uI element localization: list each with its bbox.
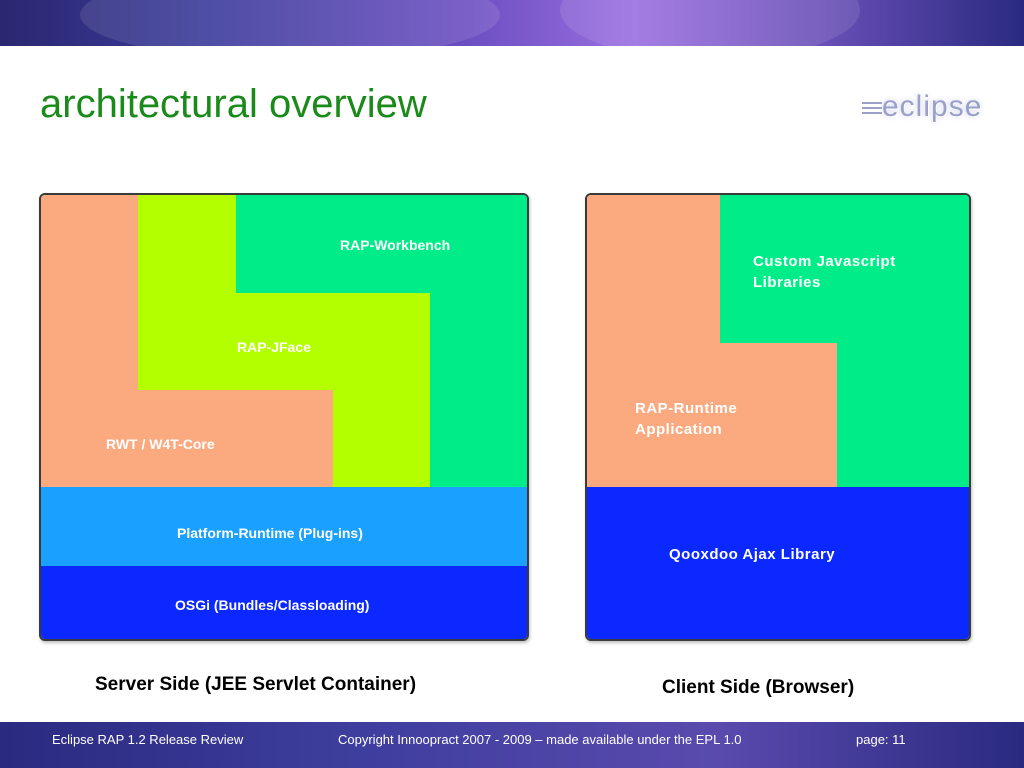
rwt-label: RWT / W4T-Core bbox=[106, 436, 215, 452]
osgi-label: OSGi (Bundles/Classloading) bbox=[175, 597, 370, 613]
workbench-block-right bbox=[430, 293, 527, 487]
logo-lines-icon bbox=[862, 102, 882, 117]
workbench-label: RAP-Workbench bbox=[340, 237, 451, 253]
platform-runtime-block bbox=[41, 487, 527, 566]
osgi-block bbox=[41, 566, 527, 639]
qooxdoo-block bbox=[587, 487, 969, 639]
workbench-block-top bbox=[236, 195, 527, 293]
client-side-caption: Client Side (Browser) bbox=[662, 677, 855, 698]
custom-js-label-line2: Libraries bbox=[753, 274, 821, 291]
runtime-application-label: RAP-Runtime Application bbox=[635, 398, 737, 440]
page-title: architectural overview bbox=[40, 82, 427, 126]
custom-js-block-top bbox=[720, 195, 969, 343]
qooxdoo-label: Qooxdoo Ajax Library bbox=[669, 546, 836, 563]
custom-js-label: Custom Javascript Libraries bbox=[753, 251, 896, 293]
footer-bar: Eclipse RAP 1.2 Release Review Copyright… bbox=[0, 722, 1024, 768]
runtime-label-line2: Application bbox=[635, 421, 723, 438]
platform-runtime-label: Platform-Runtime (Plug-ins) bbox=[177, 525, 363, 541]
footer-title: Eclipse RAP 1.2 Release Review bbox=[52, 732, 244, 747]
server-side-caption: Server Side (JEE Servlet Container) bbox=[95, 674, 417, 695]
footer-page-number: page: 11 bbox=[856, 732, 906, 747]
jface-block-right bbox=[333, 390, 430, 487]
client-side-diagram: Custom Javascript Libraries RAP-Runtime … bbox=[585, 193, 971, 641]
top-banner bbox=[0, 0, 1024, 46]
custom-js-label-line1: Custom Javascript bbox=[753, 253, 896, 270]
server-side-diagram: RAP-Workbench RAP-JFace RWT / W4T-Core P… bbox=[39, 193, 529, 641]
custom-js-block-right bbox=[837, 343, 969, 487]
runtime-label-line1: RAP-Runtime bbox=[635, 400, 738, 417]
footer-copyright: Copyright Innoopract 2007 - 2009 – made … bbox=[338, 732, 742, 747]
jface-label: RAP-JFace bbox=[237, 339, 311, 355]
eclipse-logo: eclipse bbox=[860, 80, 1000, 140]
logo-text: eclipse bbox=[882, 90, 983, 123]
